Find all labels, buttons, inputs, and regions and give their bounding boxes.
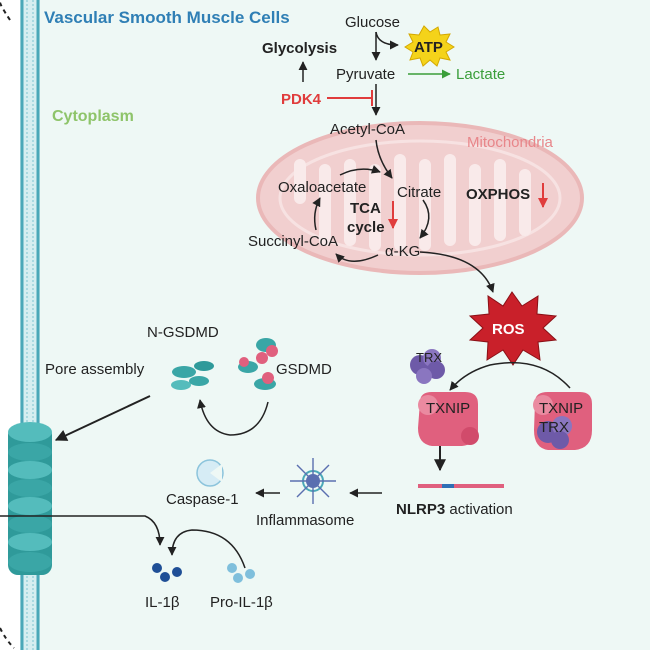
caspase-1-icon (196, 459, 224, 487)
glucose-label: Glucose (345, 14, 400, 31)
gsdmd-cleavage-arrow (197, 399, 269, 436)
gsdmd-full-icon (238, 338, 278, 390)
acetyl-coa-label: Acetyl-CoA (330, 121, 405, 138)
page-title: Vascular Smooth Muscle Cells (44, 8, 290, 27)
caspase-to-il1b-arrow (167, 529, 246, 569)
pyruvate-label: Pyruvate (336, 66, 395, 83)
caspase-to-gsdmd-arrow (0, 515, 165, 546)
oxphos-label: OXPHOS (466, 186, 530, 203)
nlrp3-bar-icon (418, 484, 504, 488)
akg-to-ros-arrow (419, 251, 495, 293)
cell-interior (38, 0, 650, 650)
caspase-1-label: Caspase-1 (166, 491, 239, 508)
txnip-left-label: TXNIP (426, 400, 470, 417)
tca-cycle-arrows (312, 165, 430, 263)
pro-il-1b-molecule-icon (227, 563, 255, 583)
nlrp3-label: NLRP3 activation (396, 501, 513, 518)
il-1b-label: IL-1β (145, 594, 180, 611)
n-gsdmd-fragments-icon (171, 361, 214, 390)
trx-protein-icon (410, 349, 445, 384)
cycle-label: cycle (347, 219, 385, 236)
cytoplasm-label: Cytoplasm (52, 108, 134, 125)
trx-bound-label: TRX (539, 419, 569, 436)
gsdmd-label: GSDMD (276, 361, 332, 378)
pore-assembly-label: Pore assembly (45, 361, 145, 378)
akg-label: α-KG (385, 243, 420, 260)
ros-dissociation-arrow (449, 361, 571, 391)
cell-outline-dashed (0, 1, 11, 21)
pro-il-1b-label: Pro-IL-1β (210, 594, 273, 611)
oxaloacetate-label: Oxaloacetate (278, 179, 366, 196)
atp-burst-icon (404, 25, 455, 67)
cell-outline-dashed-bottom (0, 627, 15, 649)
pdk4-label: PDK4 (281, 91, 322, 108)
txnip-protein-left-icon (418, 392, 479, 446)
acetylcoa-to-citrate-arrow (375, 139, 393, 179)
trx-label: TRX (416, 350, 442, 365)
glycolysis-label: Glycolysis (262, 40, 337, 57)
mitochondria-organelle (256, 121, 584, 275)
pore-to-membrane-arrow (54, 395, 151, 441)
atp-label: ATP (414, 39, 443, 56)
ros-burst-icon (468, 291, 558, 366)
txnip-trx-complex-icon (533, 392, 592, 450)
il-1b-molecule-icon (152, 563, 182, 582)
txnip-right-label: TXNIP (539, 400, 583, 417)
inflammasome-icon (290, 458, 336, 504)
tca-label: TCA (350, 200, 381, 217)
citrate-label: Citrate (397, 184, 441, 201)
n-gsdmd-label: N-GSDMD (147, 324, 219, 341)
ros-label: ROS (492, 321, 525, 338)
mitochondria-label: Mitochondria (467, 134, 554, 151)
gsdmd-membrane-pore (8, 422, 52, 575)
succinyl-coa-label: Succinyl-CoA (248, 233, 338, 250)
lactate-label: Lactate (456, 66, 505, 83)
inflammasome-label: Inflammasome (256, 512, 354, 529)
